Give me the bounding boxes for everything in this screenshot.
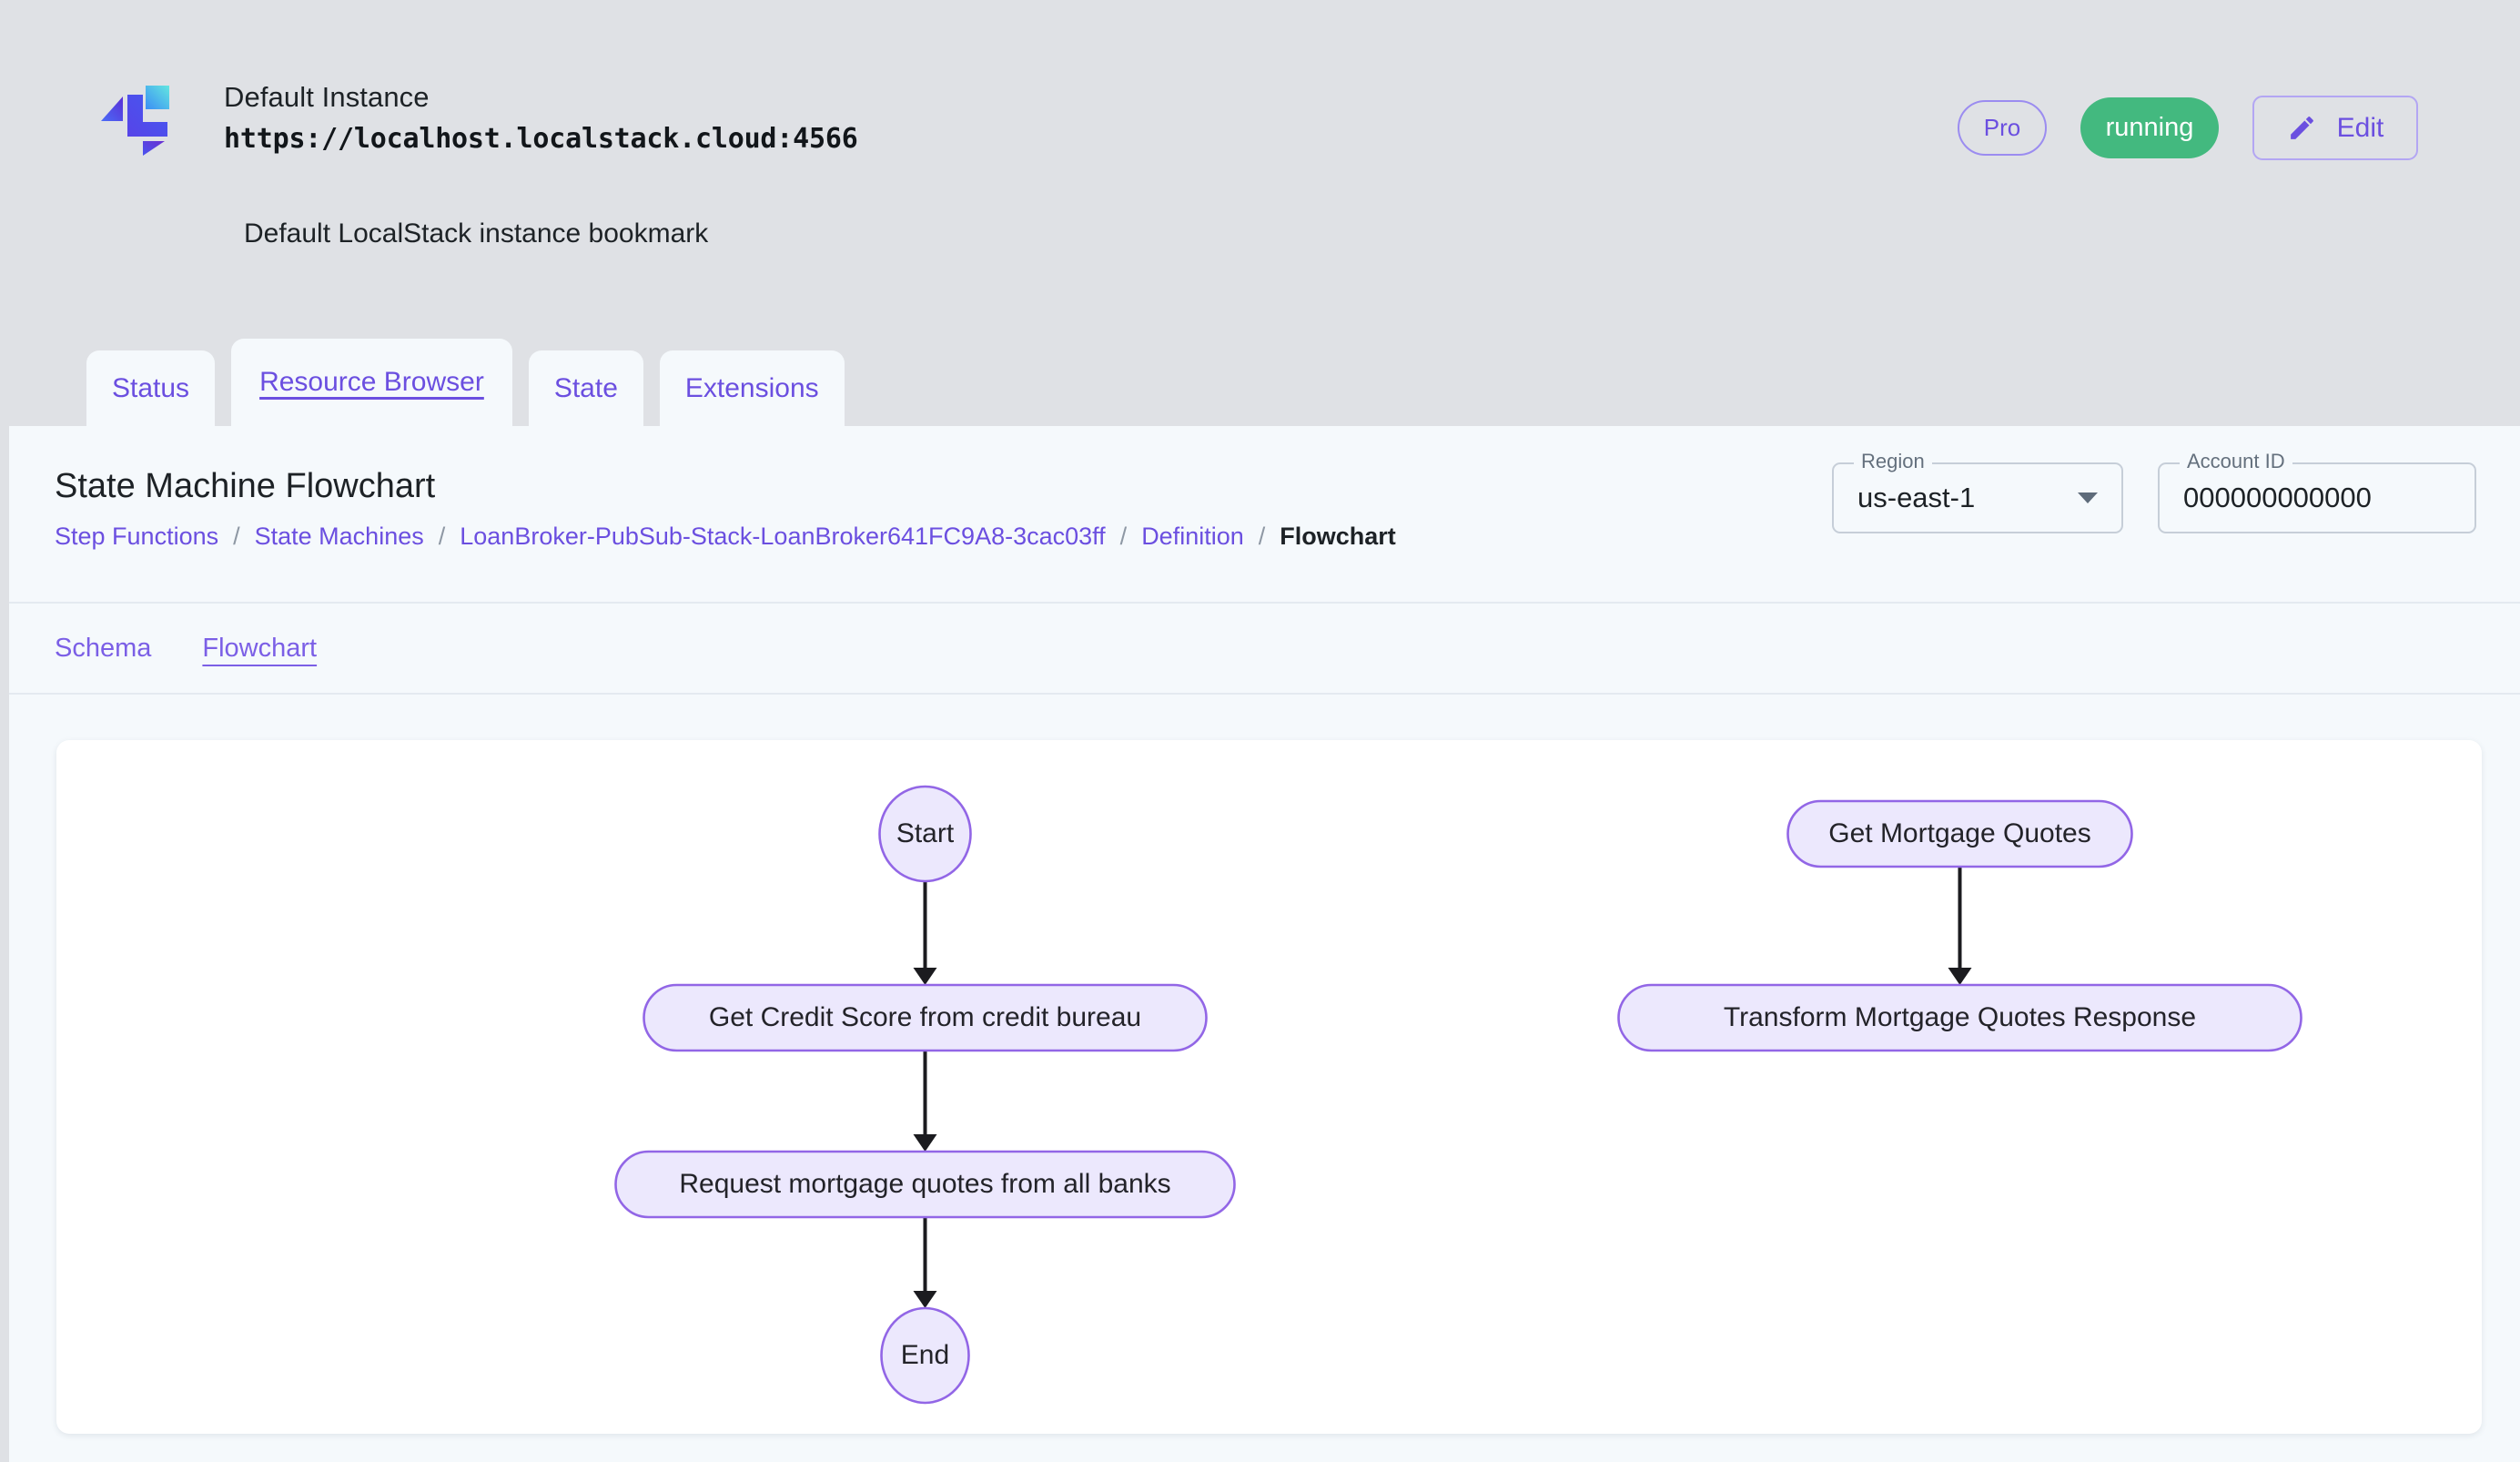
breadcrumb-separator: / bbox=[438, 523, 446, 550]
pencil-icon bbox=[2287, 113, 2317, 143]
instance-url: https://localhost.localstack.cloud:4566 bbox=[224, 122, 858, 155]
instance-name: Default Instance bbox=[224, 81, 430, 113]
page-titlebar: State Machine Flowchart Step Functions /… bbox=[9, 426, 2520, 604]
flow-node-shape bbox=[1617, 983, 2302, 1052]
breadcrumb-item-state-machines[interactable]: State Machines bbox=[254, 523, 424, 550]
sub-tabs: Schema Flowchart bbox=[9, 604, 2520, 695]
flow-edge-arrowhead bbox=[913, 1291, 937, 1308]
tab-state-label: State bbox=[553, 372, 618, 403]
region-value: us-east-1 bbox=[1857, 482, 1976, 513]
tab-extensions-label: Extensions bbox=[684, 372, 819, 403]
subtab-schema[interactable]: Schema bbox=[55, 633, 152, 663]
flow-node-credit[interactable]: Get Credit Score from credit bureau bbox=[643, 983, 1208, 1052]
header-actions: Pro running Edit bbox=[1958, 96, 2418, 160]
flow-node-start[interactable]: Start bbox=[878, 785, 972, 883]
flow-node-end[interactable]: End bbox=[880, 1306, 970, 1405]
tab-extensions[interactable]: Extensions bbox=[659, 350, 845, 426]
flow-node-shape bbox=[1786, 799, 2133, 868]
instance-info: Default Instance https://localhost.local… bbox=[224, 80, 858, 157]
edit-button-label: Edit bbox=[2336, 112, 2384, 143]
flow-node-transform[interactable]: Transform Mortgage Quotes Response bbox=[1617, 983, 2302, 1052]
region-select[interactable]: Region us-east-1 bbox=[1832, 450, 2123, 533]
flow-node-shape bbox=[880, 1306, 970, 1405]
status-badge[interactable]: running bbox=[2080, 97, 2219, 158]
content-area: State Machine Flowchart Step Functions /… bbox=[9, 426, 2520, 1462]
breadcrumb: Step Functions / State Machines / LoanBr… bbox=[55, 523, 1396, 551]
instance-description: Default LocalStack instance bookmark bbox=[244, 218, 709, 249]
pro-badge[interactable]: Pro bbox=[1958, 100, 2047, 156]
breadcrumb-separator: / bbox=[1119, 523, 1128, 550]
main-tabs: Status Resource Browser State Extensions bbox=[86, 339, 845, 426]
chevron-down-icon bbox=[2078, 492, 2098, 503]
breadcrumb-item-definition[interactable]: Definition bbox=[1141, 523, 1244, 550]
flow-edge-arrowhead bbox=[913, 968, 937, 985]
flow-node-shape bbox=[878, 785, 972, 883]
flow-node-shape bbox=[614, 1150, 1236, 1219]
page-title: State Machine Flowchart bbox=[55, 467, 436, 505]
flow-node-label: Request mortgage quotes from all banks bbox=[679, 1169, 1170, 1199]
region-select-box[interactable]: us-east-1 bbox=[1832, 462, 2123, 533]
flow-node-getquotes[interactable]: Get Mortgage Quotes bbox=[1786, 799, 2133, 868]
flow-node-label: End bbox=[901, 1340, 949, 1370]
flow-node-label: Get Credit Score from credit bureau bbox=[709, 1002, 1141, 1032]
localstack-logo-icon bbox=[96, 77, 174, 156]
flow-node-shape bbox=[643, 983, 1208, 1052]
tab-status[interactable]: Status bbox=[86, 350, 216, 426]
account-id-value: 000000000000 bbox=[2183, 482, 2372, 513]
breadcrumb-item-state-machine-name[interactable]: LoanBroker-PubSub-Stack-LoanBroker641FC9… bbox=[460, 523, 1106, 550]
flow-edge-arrowhead bbox=[913, 1134, 937, 1152]
tab-state[interactable]: State bbox=[528, 350, 643, 426]
account-id-field[interactable]: Account ID 000000000000 bbox=[2158, 450, 2476, 533]
breadcrumb-item-step-functions[interactable]: Step Functions bbox=[55, 523, 219, 550]
instance-header: Default Instance https://localhost.local… bbox=[9, 0, 2520, 426]
breadcrumb-separator: / bbox=[1258, 523, 1266, 550]
tab-status-label: Status bbox=[112, 372, 190, 403]
breadcrumb-item-flowchart: Flowchart bbox=[1280, 523, 1396, 550]
breadcrumb-separator: / bbox=[233, 523, 240, 550]
tab-resource-browser[interactable]: Resource Browser bbox=[231, 339, 512, 426]
flow-node-label: Get Mortgage Quotes bbox=[1828, 818, 2091, 848]
context-fields: Region us-east-1 Account ID 000000000000 bbox=[1832, 450, 2476, 533]
flow-node-request[interactable]: Request mortgage quotes from all banks bbox=[614, 1150, 1236, 1219]
subtab-flowchart[interactable]: Flowchart bbox=[202, 633, 318, 663]
account-id-input[interactable]: 000000000000 bbox=[2158, 462, 2476, 533]
flow-node-label: Transform Mortgage Quotes Response bbox=[1724, 1002, 2196, 1032]
flow-node-label: Start bbox=[896, 818, 955, 848]
account-id-label: Account ID bbox=[2180, 450, 2292, 473]
tab-resource-browser-label: Resource Browser bbox=[259, 367, 484, 397]
edit-button[interactable]: Edit bbox=[2252, 96, 2418, 160]
region-label: Region bbox=[1854, 450, 1932, 473]
flow-edge-arrowhead bbox=[1948, 968, 1972, 985]
instance-brand: Default Instance https://localhost.local… bbox=[96, 77, 858, 157]
